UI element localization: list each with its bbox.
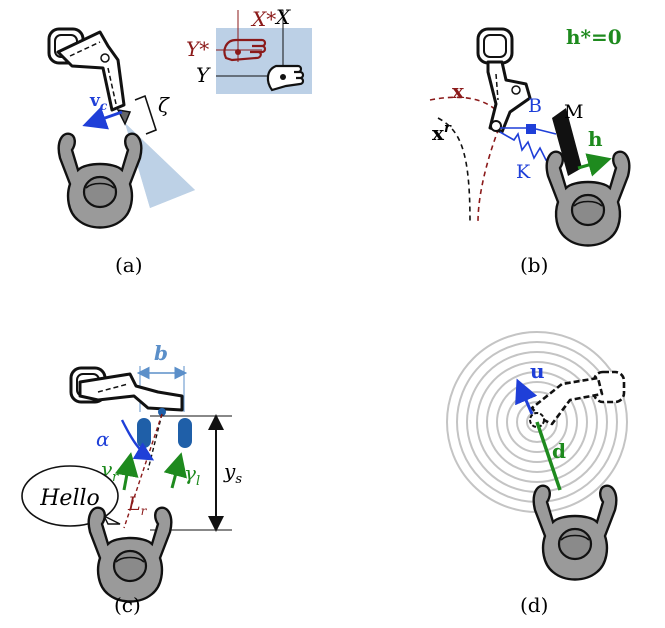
trajectory-x (429, 96, 503, 223)
x-label: X (274, 5, 291, 29)
velocity-arrow (82, 106, 123, 130)
caption-d: (d) (520, 593, 548, 617)
zeta-bracket (134, 94, 157, 135)
robot-arm-b (476, 27, 532, 134)
u-arrow (515, 378, 538, 415)
b-label: B (528, 95, 542, 117)
impedance-model: B M K (499, 95, 583, 183)
lr-line (123, 413, 163, 529)
right-leg-icon (178, 418, 192, 448)
d-line (535, 421, 562, 491)
hstar-label: h*=0 (566, 25, 622, 49)
damper-icon (526, 124, 536, 134)
panel-c: b α γr γl ys Lr Hello (21, 341, 242, 617)
vc-label: vc (89, 91, 108, 113)
person-a (57, 132, 143, 229)
speech-text: Hello (39, 486, 100, 511)
force-arrow (577, 153, 612, 177)
spring-icon (499, 131, 557, 162)
speech-bubble: Hello (21, 465, 121, 527)
camera-inset: X* Y* X Y (186, 5, 312, 94)
alpha-arc (120, 419, 155, 461)
left-leg-icon (137, 418, 151, 448)
trajectory-xr (437, 117, 471, 223)
panel-a: vc ζ X* Y* X Y (a) (47, 5, 312, 277)
caption-c: (c) (114, 593, 141, 617)
x-traj-label: x (452, 79, 465, 103)
d-label: d (552, 439, 566, 463)
person-c (87, 506, 173, 603)
ys-label: ys (223, 459, 242, 487)
xr-label: xr (432, 121, 452, 145)
alpha-label: α (96, 427, 110, 451)
caption-a: (a) (115, 253, 143, 277)
k-label: K (516, 161, 531, 183)
gamma-l-arrow (163, 452, 187, 489)
panel-d: u d (d) (446, 331, 628, 617)
zeta-label: ζ (158, 93, 170, 117)
ystar-label: Y* (186, 37, 209, 61)
gamma-l-label: γl (184, 461, 200, 489)
lr-label: Lr (127, 493, 148, 518)
y-label: Y (196, 63, 211, 87)
b-dim-label: b (154, 341, 168, 365)
robot-arm-c (69, 366, 184, 416)
u-label: u (530, 359, 545, 383)
m-label: M (564, 101, 583, 123)
caption-b: (b) (520, 253, 548, 277)
gamma-r-arrow (114, 452, 139, 491)
robot-arm-a (47, 27, 132, 126)
mass-bar (552, 108, 582, 176)
xstar-label: X* (250, 7, 276, 31)
h-label: h (588, 127, 603, 151)
desired-hand-icon (223, 38, 267, 62)
person-d (532, 484, 618, 581)
panel-b: h*=0 x xr B M K h (b) (429, 25, 631, 277)
